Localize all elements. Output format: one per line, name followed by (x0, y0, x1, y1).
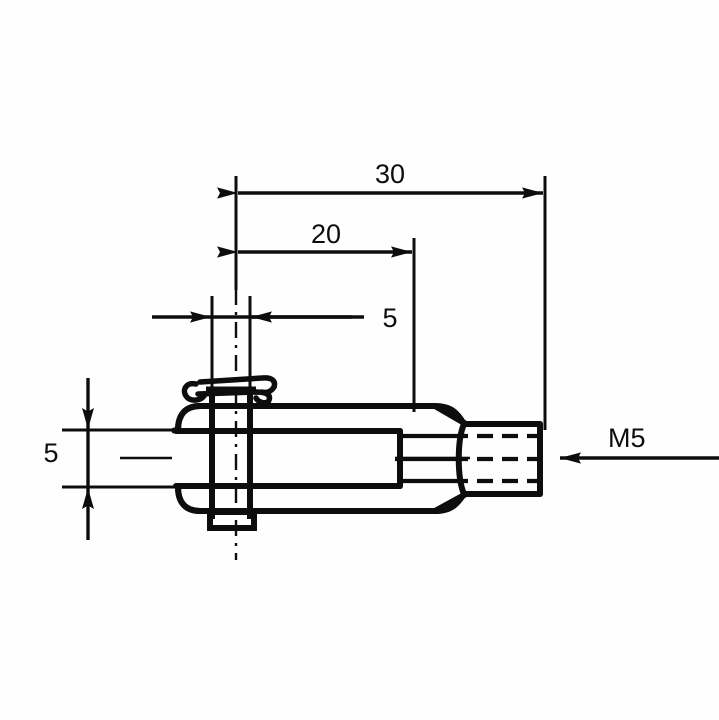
clevis-pin-tail-collar (207, 509, 257, 531)
dimension-label-5-pin: 5 (382, 303, 397, 333)
dimension-fork-gap (62, 378, 175, 540)
thread-root-lines (452, 433, 538, 484)
thread-callout-label: M5 (608, 423, 646, 453)
split-cotter-pin (181, 375, 278, 406)
cotter-pin-eye (181, 380, 207, 403)
dimension-fork-length (217, 238, 416, 412)
fork-nose-lower (175, 484, 203, 514)
dimension-label-5-gap: 5 (43, 438, 58, 468)
dimension-label-20: 20 (311, 219, 341, 249)
dimension-overall-length (217, 176, 547, 430)
bore-lines (395, 433, 452, 484)
dimension-label-30: 30 (375, 159, 405, 189)
fork-nose-upper (175, 403, 203, 433)
cotter-pin-tip-lower (253, 395, 271, 406)
cotter-pin-tip-upper (259, 384, 277, 396)
